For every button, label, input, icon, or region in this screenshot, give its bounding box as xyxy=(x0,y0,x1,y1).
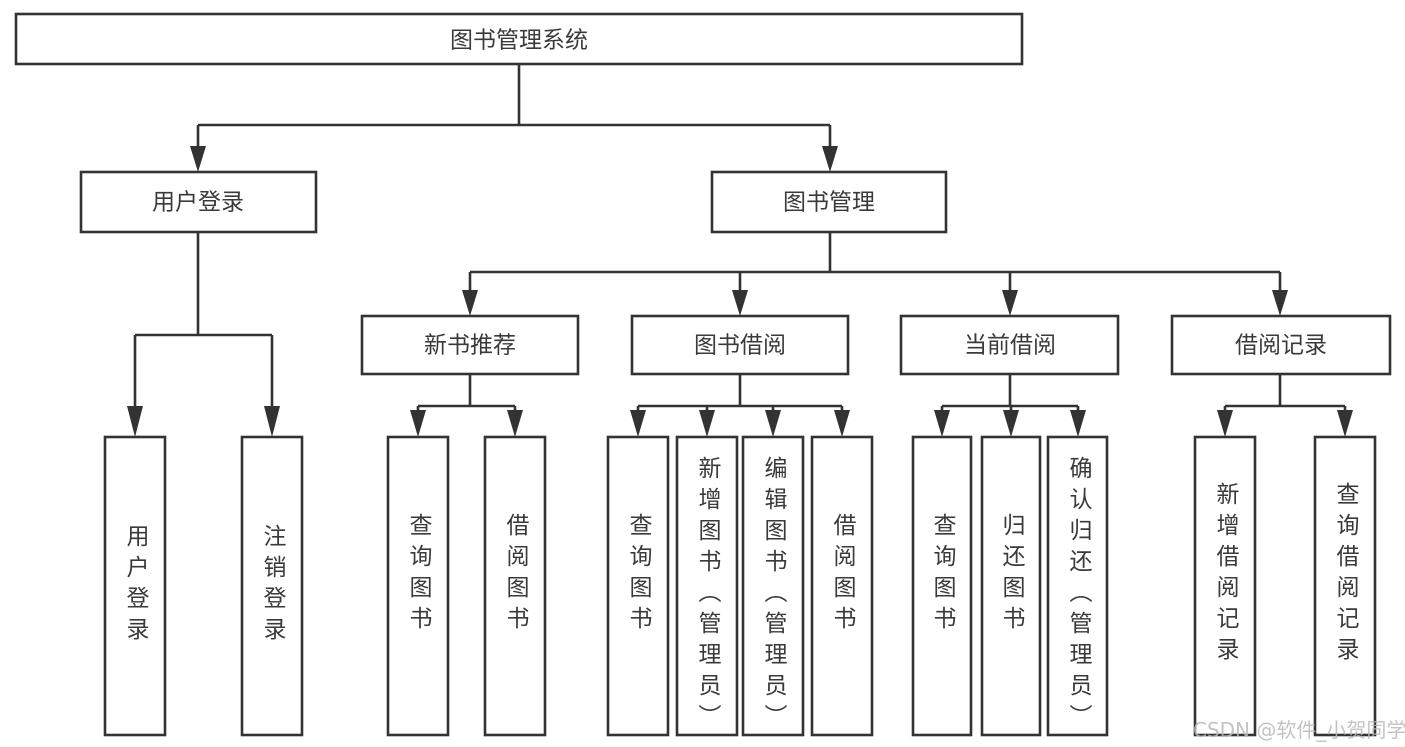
leaf-query-book-2-box[interactable] xyxy=(606,435,670,737)
arrow-cb-leaf2 xyxy=(1003,410,1019,437)
arrow-bm-to-current-borrow xyxy=(1002,290,1018,316)
connector-group-book-borrow xyxy=(630,374,850,437)
leaf-confirm-return-admin-box[interactable] xyxy=(1046,435,1109,737)
node-book-manage-box[interactable] xyxy=(710,170,948,234)
leaf-add-borrow-record-label: 新增借阅记录 xyxy=(1212,482,1240,668)
node-current-borrow-label: 当前借阅 xyxy=(964,333,1056,359)
arrow-bb-leaf1 xyxy=(630,410,646,437)
leaf-confirm-return-admin[interactable]: 确认归还（管理员） xyxy=(1046,435,1109,737)
node-new-book-recommend[interactable]: 新书推荐 xyxy=(360,314,580,376)
leaf-return-book-box[interactable] xyxy=(980,435,1042,737)
leaf-query-book-3-label: 查询图书 xyxy=(929,513,957,637)
leaf-borrow-book-2-label: 借阅图书 xyxy=(829,513,857,637)
node-book-manage-label: 图书管理 xyxy=(783,190,875,216)
node-root-box[interactable] xyxy=(14,12,1024,66)
csdn-watermark: CSDN @软件_小贺同学 xyxy=(1193,718,1405,742)
leaf-logout-login-box[interactable] xyxy=(240,435,304,737)
leaf-user-login-label: 用户登录 xyxy=(122,524,150,648)
connector-group-borrow-record xyxy=(1217,374,1353,437)
arrow-root-to-user-login xyxy=(190,146,206,172)
leaf-add-borrow-record-box[interactable] xyxy=(1193,435,1257,737)
leaf-logout-login[interactable]: 注销登录 xyxy=(240,435,304,737)
leaf-edit-book-admin[interactable]: 编辑图书（管理员） xyxy=(741,435,805,737)
leaf-borrow-book-2[interactable]: 借阅图书 xyxy=(810,435,874,737)
leaf-borrow-book-1-label: 借阅图书 xyxy=(502,513,530,637)
node-root-label: 图书管理系统 xyxy=(450,28,588,54)
leaf-query-borrow-record-box[interactable] xyxy=(1313,435,1377,737)
leaf-query-book-2[interactable]: 查询图书 xyxy=(606,435,670,737)
leaf-add-book-admin-box[interactable] xyxy=(675,435,739,737)
arrow-bb-leaf2 xyxy=(699,410,715,437)
node-borrow-record-label: 借阅记录 xyxy=(1235,333,1327,359)
leaf-add-book-admin[interactable]: 新增图书（管理员） xyxy=(675,435,739,737)
leaf-edit-book-admin-label: 编辑图书（管理员） xyxy=(760,456,788,735)
leaf-user-login-box[interactable] xyxy=(103,435,167,737)
connector-group-current-borrow xyxy=(934,374,1086,437)
arrow-bm-to-borrow-record xyxy=(1272,290,1288,316)
leaf-logout-login-label: 注销登录 xyxy=(259,524,287,648)
leaf-borrow-book-1[interactable]: 借阅图书 xyxy=(483,435,547,737)
arrow-cb-leaf1 xyxy=(934,410,950,437)
arrow-br-leaf2 xyxy=(1337,410,1353,437)
leaf-add-book-admin-label: 新增图书（管理员） xyxy=(694,456,722,735)
leaf-query-borrow-record[interactable]: 查询借阅记录 xyxy=(1313,435,1377,737)
connector-group-root xyxy=(190,64,838,172)
leaf-query-book-1-label: 查询图书 xyxy=(405,513,433,637)
node-user-login-label: 用户登录 xyxy=(152,190,244,216)
arrow-nb-leaf2 xyxy=(507,410,523,437)
leaf-query-book-3-box[interactable] xyxy=(911,435,973,737)
leaf-query-book-1-box[interactable] xyxy=(386,435,450,737)
arrow-bb-leaf3 xyxy=(765,410,781,437)
node-book-borrow[interactable]: 图书借阅 xyxy=(630,314,850,376)
node-new-book-recommend-box[interactable] xyxy=(360,314,580,376)
connector-group-user-login xyxy=(127,232,280,437)
node-book-manage[interactable]: 图书管理 xyxy=(710,170,948,234)
node-book-borrow-label: 图书借阅 xyxy=(694,333,786,359)
arrow-nb-leaf1 xyxy=(410,410,426,437)
node-current-borrow[interactable]: 当前借阅 xyxy=(899,314,1120,376)
node-current-borrow-box[interactable] xyxy=(899,314,1120,376)
node-root[interactable]: 图书管理系统 xyxy=(14,12,1024,66)
arrow-bm-to-book-borrow xyxy=(732,290,748,316)
arrow-bm-to-new-book xyxy=(462,290,478,316)
arrow-user-login-leaf1 xyxy=(127,406,143,437)
leaf-borrow-book-1-box[interactable] xyxy=(483,435,547,737)
leaf-query-book-3[interactable]: 查询图书 xyxy=(911,435,973,737)
connector-group-book-manage xyxy=(462,232,1288,316)
node-new-book-recommend-label: 新书推荐 xyxy=(424,333,516,359)
leaf-query-book-1[interactable]: 查询图书 xyxy=(386,435,450,737)
arrow-user-login-leaf2 xyxy=(264,406,280,437)
leaf-edit-book-admin-box[interactable] xyxy=(741,435,805,737)
arrow-root-to-book-manage xyxy=(822,146,838,172)
node-borrow-record-box[interactable] xyxy=(1170,314,1392,376)
leaf-query-book-2-label: 查询图书 xyxy=(625,513,653,637)
arrow-br-leaf1 xyxy=(1217,410,1233,437)
node-user-login-box[interactable] xyxy=(79,170,318,234)
leaf-return-book[interactable]: 归还图书 xyxy=(980,435,1042,737)
leaf-user-login[interactable]: 用户登录 xyxy=(103,435,167,737)
leaf-add-borrow-record[interactable]: 新增借阅记录 xyxy=(1193,435,1257,737)
arrow-cb-leaf3 xyxy=(1070,410,1086,437)
arrow-bb-leaf4 xyxy=(834,410,850,437)
leaf-confirm-return-admin-label: 确认归还（管理员） xyxy=(1065,456,1093,735)
leaf-return-book-label: 归还图书 xyxy=(998,513,1026,637)
node-user-login[interactable]: 用户登录 xyxy=(79,170,318,234)
node-borrow-record[interactable]: 借阅记录 xyxy=(1170,314,1392,376)
node-book-borrow-box[interactable] xyxy=(630,314,850,376)
connector-group-new-book-recommend xyxy=(410,374,523,437)
leaf-borrow-book-2-box[interactable] xyxy=(810,435,874,737)
leaf-query-borrow-record-label: 查询借阅记录 xyxy=(1332,482,1360,668)
